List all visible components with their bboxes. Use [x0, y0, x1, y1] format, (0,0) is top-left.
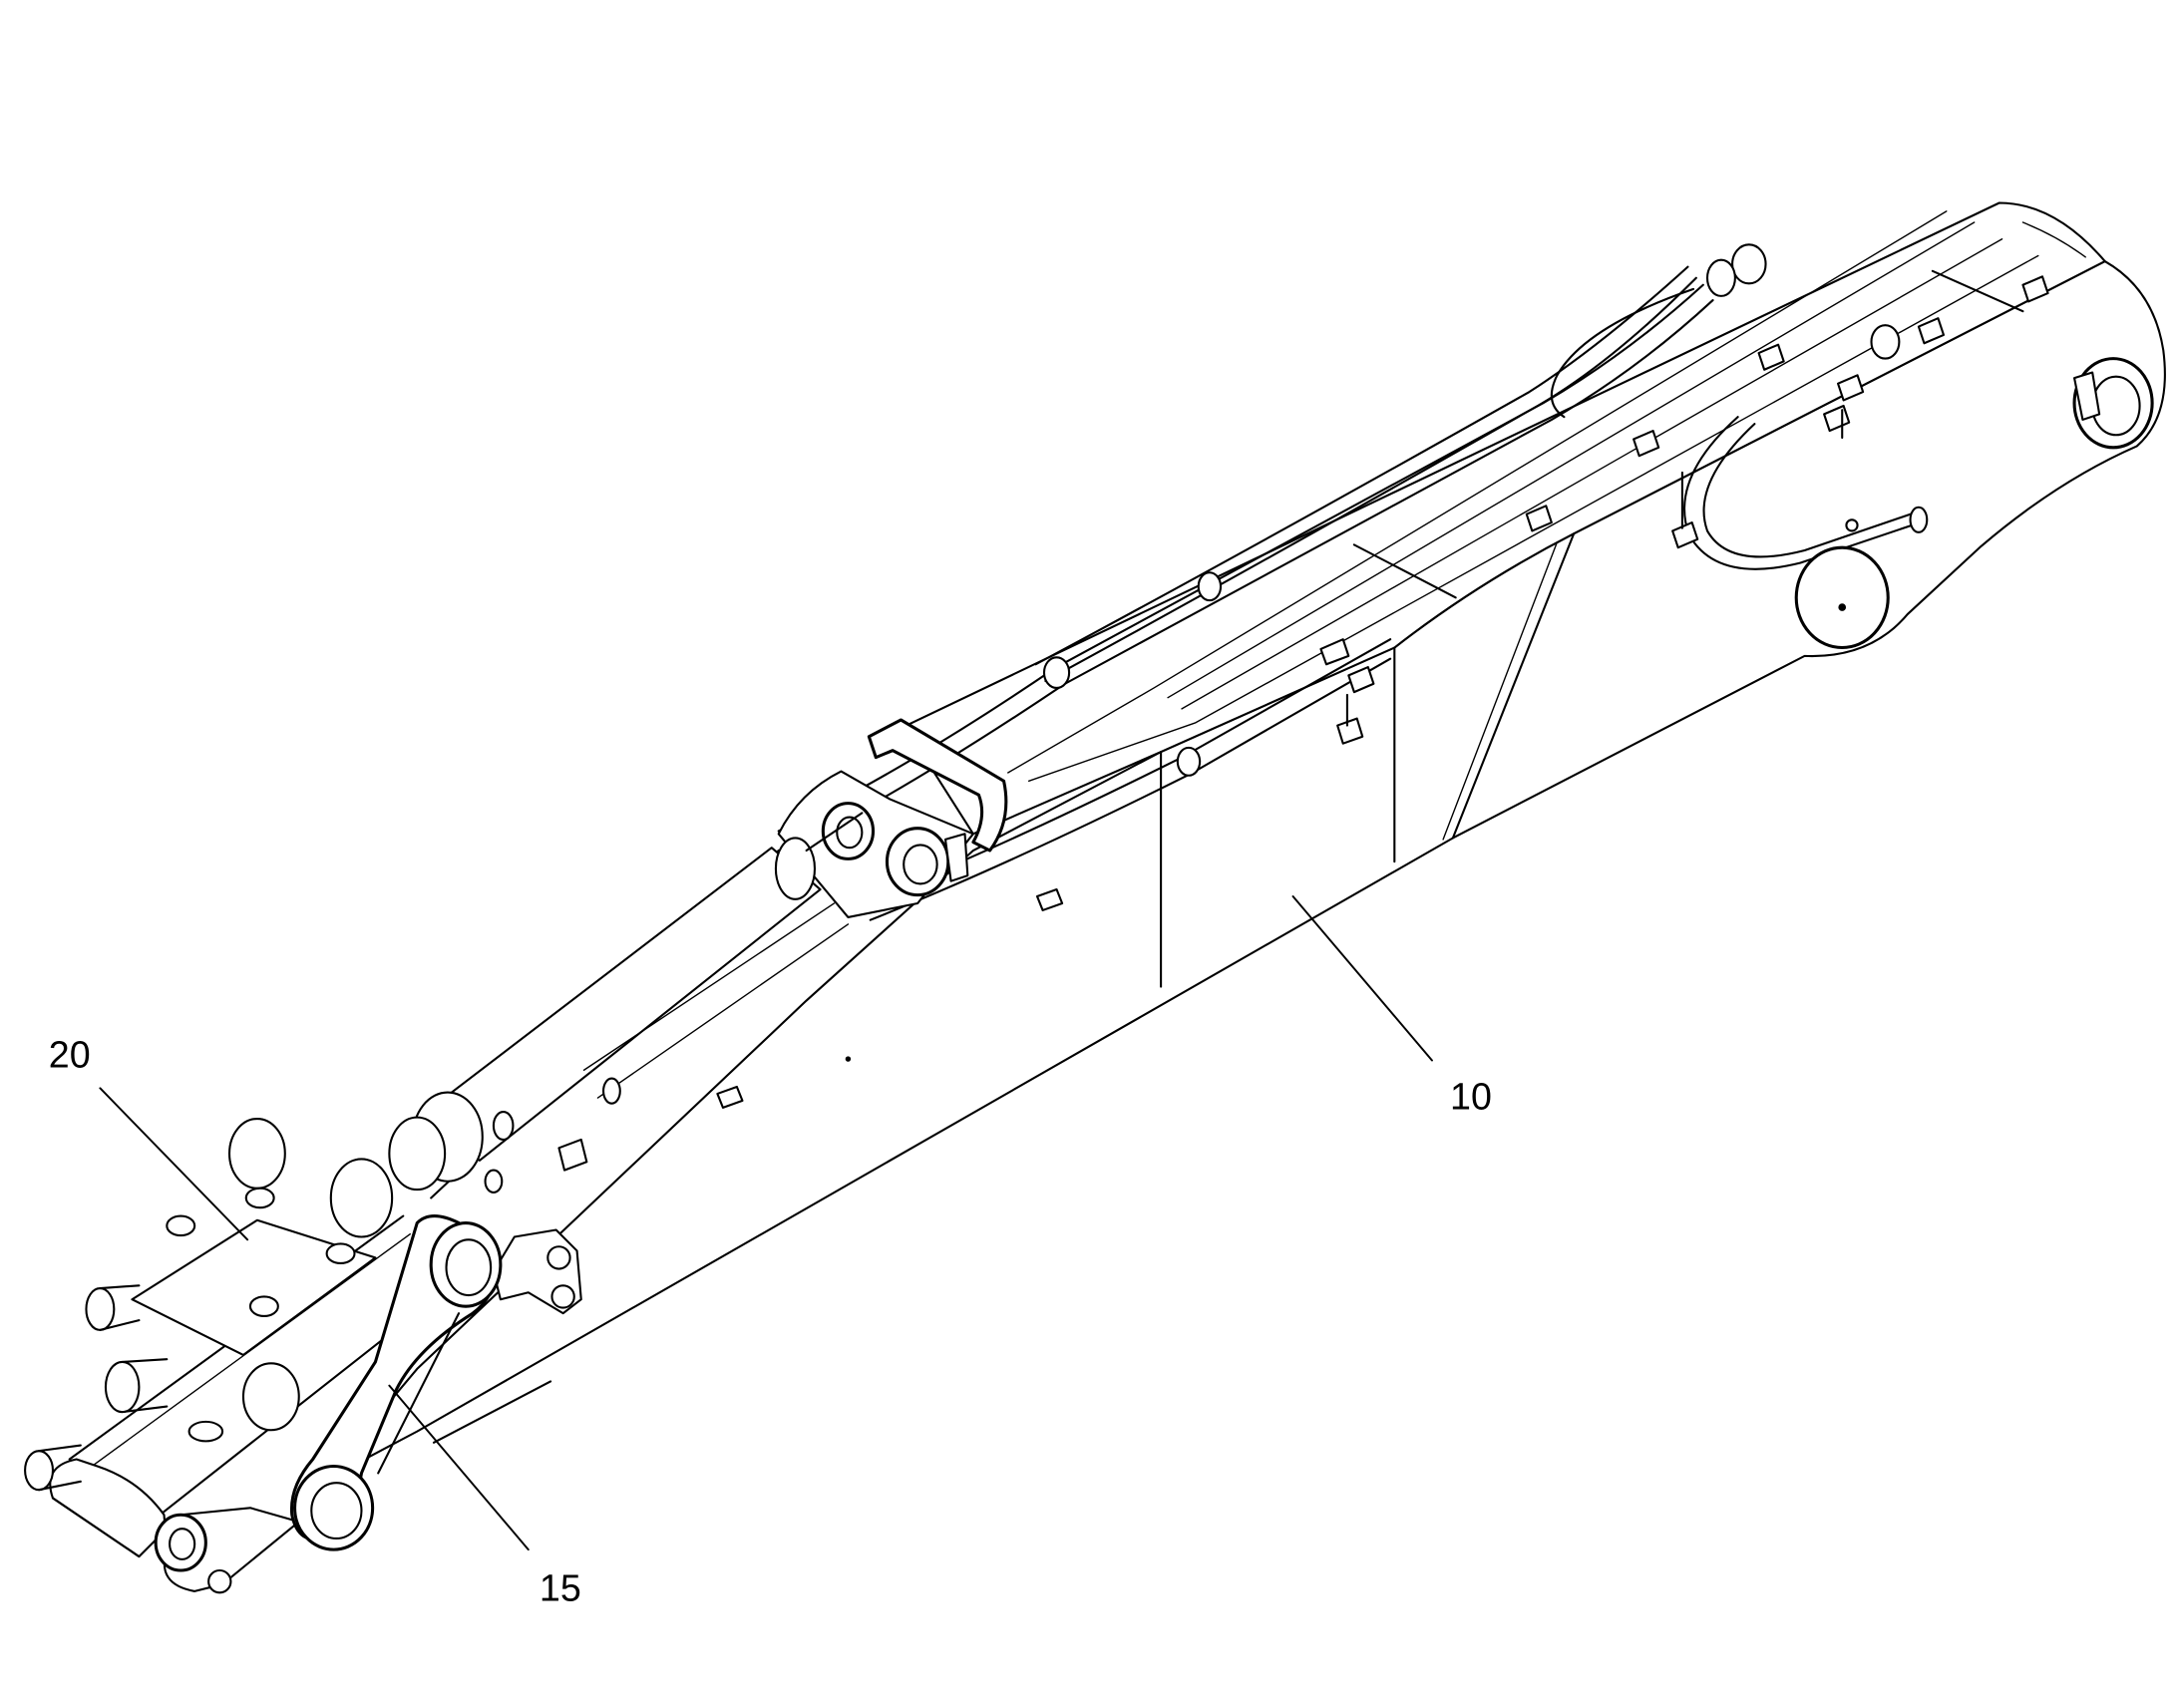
bracket-pin	[821, 802, 876, 860]
hose-fitting	[1197, 571, 1223, 602]
hose-fitting	[1705, 258, 1736, 297]
cylinder-end	[241, 1362, 300, 1432]
hose-loop	[1702, 423, 1920, 558]
clamp	[557, 1138, 588, 1172]
pin-stub-body	[37, 1444, 82, 1492]
arm-end-lock-bracket	[2073, 371, 2101, 421]
top-plate-tube	[2021, 221, 2086, 258]
right-end-bosses	[1794, 357, 2154, 650]
callouts: 20 10 15	[49, 895, 1492, 1609]
grease-point	[1845, 518, 1859, 532]
cylinder-rod	[805, 812, 864, 853]
cover-plate-hole	[325, 1242, 356, 1265]
bracket-pin-bore	[903, 844, 938, 885]
link-pin-bore-lower	[310, 1482, 363, 1539]
tip-pin-bore	[169, 1528, 196, 1560]
leader-line-20	[99, 1087, 249, 1241]
arm-top-plate	[905, 201, 2106, 836]
clamp	[1525, 505, 1553, 532]
clamp	[1319, 638, 1350, 666]
oval-inspection-plate	[187, 1420, 224, 1443]
tip-pin	[154, 1513, 207, 1572]
center-bracket	[777, 718, 1008, 918]
arm-tip	[24, 1116, 582, 1594]
cylinder-port	[602, 1077, 621, 1105]
hose-fitting	[1176, 746, 1202, 777]
cover-plate-hole	[248, 1295, 279, 1317]
hose-fitting	[1731, 243, 1767, 285]
clamp	[1347, 665, 1375, 694]
arm-bottom-strip	[432, 1380, 552, 1444]
pin-stub	[104, 1360, 141, 1414]
top-plate-tube	[1181, 238, 2003, 710]
pin-stub-body	[99, 1284, 141, 1331]
clamp	[2021, 275, 2049, 303]
top-plate-tube	[1007, 210, 1948, 774]
top-plate-cross-line	[1352, 543, 1457, 599]
clamp	[1671, 521, 1699, 549]
bracket-lock-plate	[943, 833, 969, 882]
cylinder-tube	[596, 923, 850, 1099]
callout-10: 10	[1450, 1075, 1492, 1117]
clamp	[1035, 887, 1064, 911]
hose-fitting	[1042, 656, 1071, 689]
clamp	[1836, 374, 1865, 402]
clamp	[1336, 717, 1364, 745]
hose-fitting	[1870, 324, 1901, 360]
clamp	[716, 1085, 744, 1109]
side-diagonal-line	[1451, 532, 1576, 840]
link-pin-boss-lower	[293, 1464, 375, 1551]
bracket-link	[867, 718, 1008, 853]
hose-upper-loop	[1550, 287, 1695, 419]
top-cover-plate	[131, 1218, 377, 1357]
cylinder-port	[484, 1169, 504, 1194]
callout-20: 20	[49, 1033, 91, 1075]
top-plate-tube	[1027, 254, 2039, 783]
pin-stub	[85, 1287, 116, 1331]
bracket-hole	[546, 1245, 571, 1270]
hose-fitting	[1909, 506, 1929, 533]
pin-stub	[24, 1450, 55, 1492]
hose-middle	[1044, 276, 1697, 683]
bracket-pin-bore	[836, 816, 864, 850]
cylinder-port	[492, 1111, 515, 1141]
cylinder-end	[774, 837, 817, 900]
mark-dot	[845, 1056, 852, 1062]
clamp	[1633, 430, 1660, 458]
hose-clamps	[557, 275, 2049, 1172]
arm-body	[321, 201, 2166, 1483]
bracket-pin	[885, 827, 950, 897]
link-pin-bore-upper	[445, 1238, 493, 1297]
side-pin-boss	[1794, 545, 1890, 650]
side-diagonal-line-inner	[1442, 540, 1559, 841]
clamp	[1917, 317, 1946, 345]
leader-line-10	[1291, 895, 1433, 1062]
bracket-hole	[550, 1284, 575, 1309]
cover-plate-hole	[244, 1187, 275, 1209]
arm-side-face	[321, 259, 2166, 1483]
leader-line-15	[388, 1384, 530, 1551]
top-plate-tube	[1167, 221, 1976, 699]
top-plate-cross-line	[1931, 269, 2024, 313]
cylinder-head	[227, 1117, 286, 1190]
cylinder-tube	[582, 902, 836, 1071]
side-pin-center	[1838, 603, 1847, 611]
bucket-link	[289, 1214, 503, 1551]
pin-stub-body	[121, 1358, 169, 1414]
cylinder-head	[329, 1158, 394, 1238]
cylinder-head	[388, 1116, 447, 1192]
grease-ring	[207, 1568, 232, 1594]
clamp	[1757, 343, 1785, 371]
callout-15: 15	[540, 1567, 581, 1609]
cover-plate-hole	[166, 1214, 196, 1237]
hose-middle	[1034, 265, 1689, 666]
link-edge	[377, 1312, 461, 1475]
tip-nose-line	[51, 1497, 141, 1558]
link-pin-boss-upper	[429, 1221, 503, 1308]
